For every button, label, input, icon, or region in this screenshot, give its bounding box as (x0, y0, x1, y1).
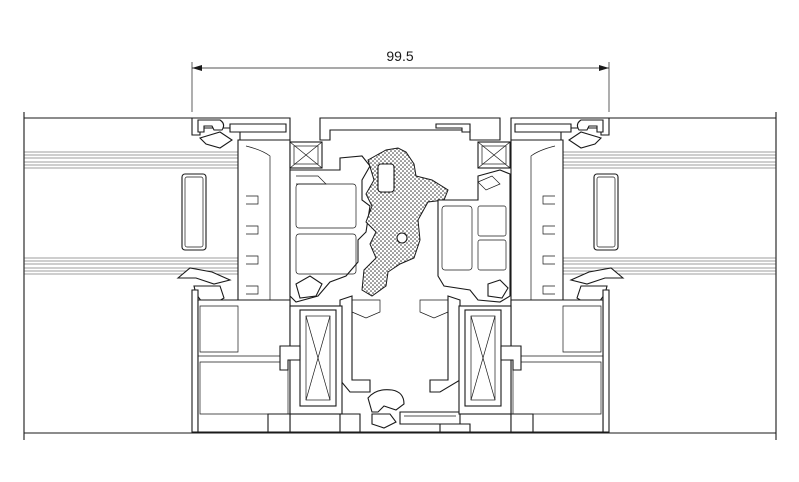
dimension-value: 99.5 (386, 48, 413, 64)
outer-boundary (23, 112, 777, 440)
left-glazing-unit (24, 151, 240, 275)
left-frame-profile (176, 117, 291, 433)
right-glazing-unit (560, 151, 776, 275)
left-lower-insulation (279, 305, 343, 415)
right-lower-insulation (458, 305, 522, 415)
dimension-annotation: 99.5 (191, 48, 610, 112)
central-mullion (289, 117, 511, 433)
right-frame-profile (510, 117, 625, 433)
